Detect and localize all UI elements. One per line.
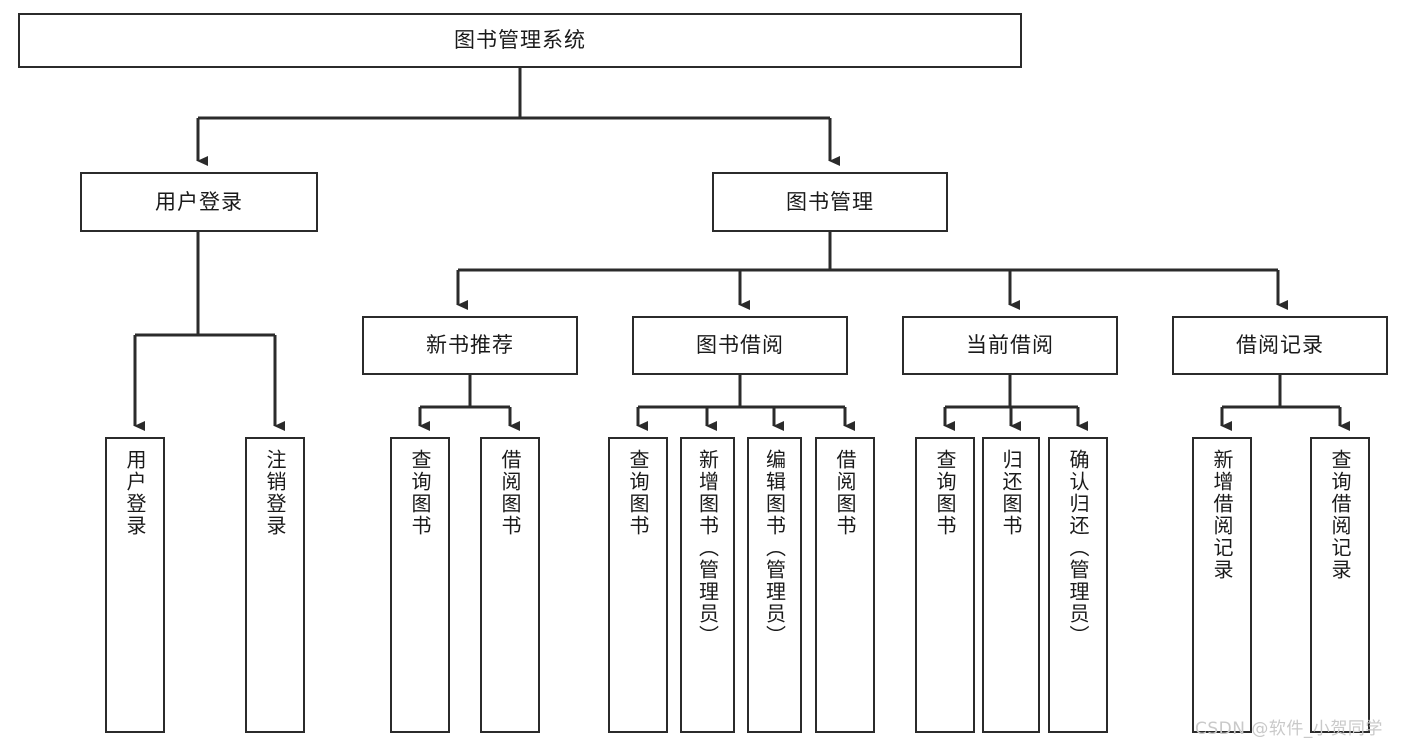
node-leaf-return-book[interactable]: 归还图书: [982, 437, 1040, 733]
node-leaf-edit-book-admin[interactable]: 编辑图书（管理员）: [747, 437, 802, 733]
node-leaf-add-book-admin[interactable]: 新增图书（管理员）: [680, 437, 735, 733]
node-label: 归还图书: [999, 449, 1023, 537]
node-label: 查询借阅记录: [1328, 449, 1352, 581]
node-label: 当前借阅: [966, 333, 1054, 358]
node-leaf-user-login[interactable]: 用户登录: [105, 437, 165, 733]
node-leaf-query-book-borrow[interactable]: 查询图书: [608, 437, 668, 733]
node-label: 确认归还（管理员）: [1066, 449, 1090, 647]
node-label: 注销登录: [263, 449, 287, 537]
node-label: 新增借阅记录: [1210, 449, 1234, 581]
csdn-watermark: CSDN @软件_小贺同学: [1195, 719, 1383, 739]
node-label: 图书管理: [786, 189, 874, 214]
node-leaf-add-borrow-record[interactable]: 新增借阅记录: [1192, 437, 1252, 733]
node-label: 新增图书（管理员）: [695, 449, 720, 647]
node-leaf-query-book-recommend[interactable]: 查询图书: [390, 437, 450, 733]
node-label: 新书推荐: [426, 333, 514, 358]
node-book-management[interactable]: 图书管理: [712, 172, 948, 232]
node-label: 借阅图书: [833, 449, 857, 537]
node-leaf-borrow-book[interactable]: 借阅图书: [815, 437, 875, 733]
node-label: 图书管理系统: [454, 28, 586, 53]
node-leaf-confirm-return-admin[interactable]: 确认归还（管理员）: [1048, 437, 1108, 733]
node-leaf-logout-login[interactable]: 注销登录: [245, 437, 305, 733]
node-label: 查询图书: [933, 449, 957, 537]
node-borrow-record[interactable]: 借阅记录: [1172, 316, 1388, 375]
node-leaf-borrow-book-recommend[interactable]: 借阅图书: [480, 437, 540, 733]
node-label: 图书借阅: [696, 333, 784, 358]
node-user-login[interactable]: 用户登录: [80, 172, 318, 232]
node-label: 用户登录: [123, 449, 147, 537]
node-leaf-query-book-current[interactable]: 查询图书: [915, 437, 975, 733]
node-book-borrow[interactable]: 图书借阅: [632, 316, 848, 375]
node-new-book-recommend[interactable]: 新书推荐: [362, 316, 578, 375]
node-label: 用户登录: [155, 189, 243, 214]
node-current-borrow[interactable]: 当前借阅: [902, 316, 1118, 375]
node-label: 借阅图书: [498, 449, 522, 537]
node-label: 编辑图书（管理员）: [762, 449, 787, 647]
node-label: 查询图书: [408, 449, 432, 537]
node-leaf-query-borrow-record[interactable]: 查询借阅记录: [1310, 437, 1370, 733]
node-label: 借阅记录: [1236, 333, 1324, 358]
node-label: 查询图书: [626, 449, 650, 537]
node-book-management-system[interactable]: 图书管理系统: [18, 13, 1022, 68]
